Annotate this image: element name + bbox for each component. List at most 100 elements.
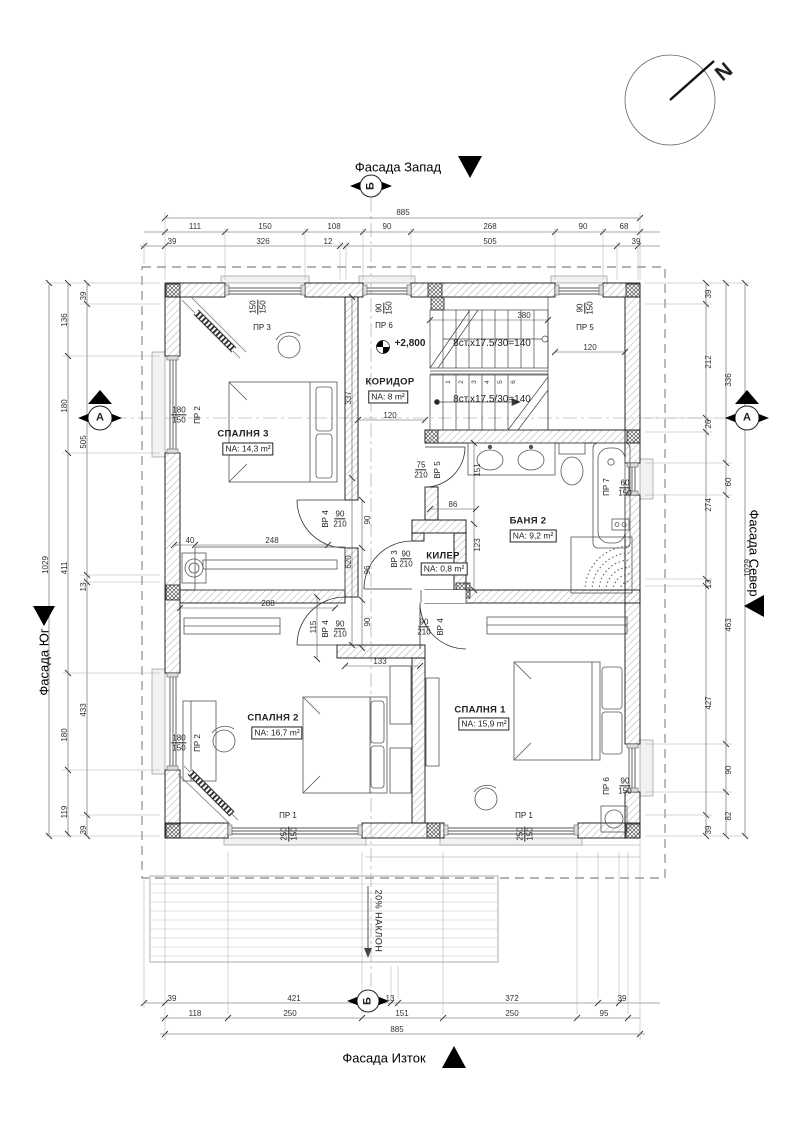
window-sills — [151, 275, 654, 846]
door-label-vr3: ВР 3 — [390, 550, 399, 568]
dim: 372 — [505, 994, 519, 1003]
door-size-vr4c: 90 210 — [417, 617, 430, 636]
door-vr4b — [296, 596, 346, 646]
dim: 120 — [383, 411, 397, 420]
dim: 250 — [283, 1009, 297, 1018]
toilet-bowl — [560, 456, 584, 486]
dim: 90 — [724, 765, 733, 775]
window-height: 150 — [525, 827, 535, 841]
bed-bedroom3 — [228, 381, 338, 483]
wardrobe-bedroom3 — [194, 546, 346, 591]
room-area-bedroom3: NA: 14,3 m² — [222, 442, 274, 456]
windows — [166, 284, 639, 836]
facade-north-label: Фасада Север — [746, 509, 762, 597]
window-label-pr7: ПР 7 — [602, 478, 611, 496]
dim: 268 — [483, 222, 497, 231]
window-size-pr6-right: 90 150 — [618, 776, 631, 795]
dim: 1029 — [41, 556, 50, 574]
stair-flight-label-1: 8ст.х17.5/30=140 — [453, 338, 531, 349]
facade-west-label: Фасада Запад — [354, 159, 442, 175]
stair-step: 6 — [509, 380, 517, 384]
room-label-bath: БАНЯ 2 — [509, 515, 547, 527]
dim: 288 — [261, 599, 275, 608]
slope-arrow — [364, 948, 372, 958]
bath-fixtures — [467, 442, 633, 594]
window-size-pr2-low: 180 150 — [171, 733, 187, 753]
dim: 39 — [167, 994, 177, 1003]
window-label-pr6-right: ПР 6 — [602, 777, 611, 795]
dim: 326 — [256, 237, 270, 246]
window-height: 150 — [172, 415, 186, 425]
sink-right — [517, 449, 545, 471]
window-size-pr2-up: 180 150 — [171, 405, 187, 425]
bed-bedroom2 — [302, 696, 388, 794]
door-height: 210 — [414, 470, 428, 480]
window-width: 250 — [279, 826, 290, 842]
washer-box — [611, 518, 630, 531]
dim: 68 — [619, 222, 629, 231]
room-area-bedroom2: NA: 16,7 m² — [251, 726, 303, 740]
dim: 505 — [79, 435, 88, 449]
window-label-pr6-top: ПР 6 — [375, 321, 393, 330]
dim: 463 — [724, 618, 733, 632]
window-size-pr7: 60 150 — [618, 478, 631, 497]
dim: 12 — [323, 237, 333, 246]
facade-west-triangle — [458, 156, 482, 178]
window-size-pr1-left: 250 150 — [279, 826, 299, 842]
dim: 380 — [517, 311, 531, 320]
property-line — [141, 266, 666, 879]
dim: 90 — [363, 515, 372, 525]
stairs — [429, 297, 549, 431]
dim: 885 — [396, 208, 410, 217]
room-label-bedroom1: СПАЛНЯ 1 — [454, 704, 506, 716]
facade-east-label: Фасада Изток — [342, 1050, 426, 1066]
window-height: 150 — [172, 743, 186, 753]
dim: 118 — [188, 1009, 202, 1018]
facade-north-triangle — [744, 595, 764, 617]
window-label-pr2-low: ПР 2 — [193, 734, 202, 752]
dim: 90 — [382, 222, 392, 231]
dim: 82 — [724, 811, 733, 821]
dim: 180 — [60, 399, 69, 413]
dim: 39 — [704, 825, 713, 835]
dim: 13 — [704, 579, 713, 589]
axis-a-left: A — [96, 411, 104, 424]
dim: 39 — [704, 289, 713, 299]
slope-label: 20% НАКЛОН — [373, 889, 384, 953]
stair-step: 4 — [483, 380, 491, 384]
stair-flight-label-2: 8ст.х17.5/30=140 — [453, 394, 531, 405]
north-needle — [669, 60, 715, 101]
dim: 505 — [483, 237, 497, 246]
door-width: 75 — [415, 460, 427, 471]
bed-bedroom1 — [513, 661, 601, 761]
paving-edge — [365, 844, 640, 858]
window-height: 150 — [384, 301, 394, 315]
shower — [570, 536, 633, 594]
dim: 95 — [599, 1009, 609, 1018]
facade-triangles — [33, 156, 764, 1068]
dim: 90 — [578, 222, 588, 231]
stair-step: 5 — [496, 380, 504, 384]
door-size-vr4b: 90 210 — [333, 619, 346, 638]
window-label-pr5: ПР 5 — [576, 323, 594, 332]
dim: 248 — [265, 536, 279, 545]
dim: 108 — [327, 222, 341, 231]
door-size-vr4a: 90 210 — [333, 509, 346, 528]
closet-bedroom1 — [486, 616, 628, 635]
level-symbol — [376, 340, 390, 354]
dim: 336 — [724, 373, 733, 387]
door-width: 90 — [334, 509, 346, 520]
dim: 90 — [363, 617, 372, 627]
room-area-corridor: NA: 8 m² — [368, 390, 408, 404]
columns — [165, 282, 641, 839]
axis-b-top: Б — [364, 182, 377, 190]
desk-bedroom1 — [425, 677, 440, 767]
room-area-bedroom1: NA: 15,9 m² — [458, 717, 510, 731]
dim: 136 — [60, 313, 69, 327]
facade-south-triangle — [33, 606, 55, 626]
window-width: 90 — [575, 302, 586, 314]
door-vr3 — [363, 540, 413, 590]
dim: 421 — [287, 994, 301, 1003]
room-label-bedroom2: СПАЛНЯ 2 — [247, 712, 299, 724]
